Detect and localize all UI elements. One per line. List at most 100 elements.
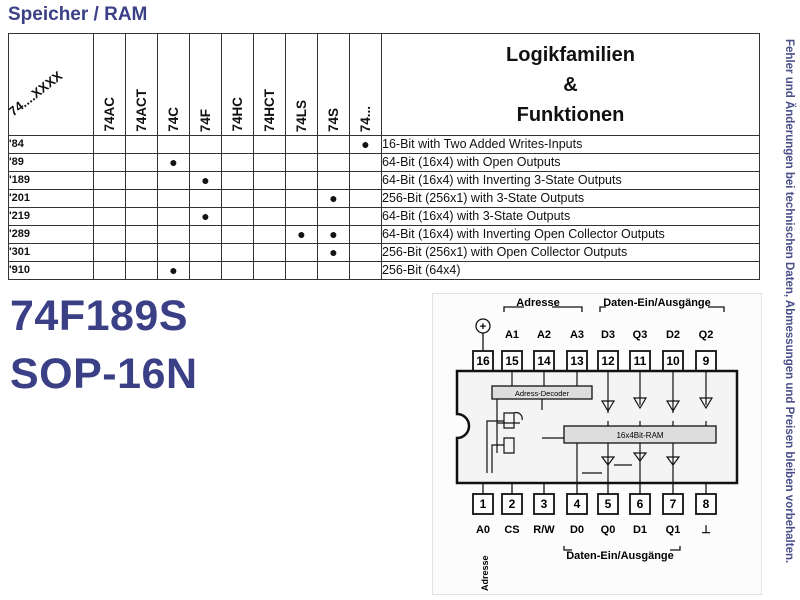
empty-cell [349, 225, 382, 244]
pin-number: 5 [605, 497, 612, 511]
empty-cell [349, 171, 382, 190]
group-label-address: Adresse [516, 297, 559, 309]
empty-cell [253, 171, 286, 190]
pin-1: 1 [472, 483, 494, 515]
family-label: 74HC [230, 97, 245, 132]
family-label: 74HCT [262, 89, 277, 132]
pin-11: 11 [629, 350, 651, 372]
header-title-line-2: & [563, 73, 578, 96]
empty-cell [349, 207, 382, 226]
pin-12: 12 [597, 350, 619, 372]
family-header-74f: 74F [189, 33, 222, 136]
pin-number: 1 [480, 497, 487, 511]
pin-label: D0 [570, 524, 584, 536]
empty-cell [93, 243, 126, 262]
group-label-data-top: Daten-Ein/Ausgänge [603, 297, 711, 309]
table-row: '219●64-Bit (16x4) with 3-State Outputs [8, 207, 760, 226]
group-label-address-bottom: Adresse [480, 555, 490, 591]
device-code: '201 [8, 189, 94, 208]
function-description: 64-Bit (16x4) with Inverting 3-State Out… [381, 171, 760, 190]
corner-label: 74....XXXX [5, 68, 66, 119]
device-code: '84 [8, 135, 94, 154]
group-label-data-bottom: Daten-Ein/Ausgänge [566, 550, 674, 562]
empty-cell [189, 243, 222, 262]
empty-cell [221, 207, 254, 226]
pin-number: 4 [574, 497, 581, 511]
empty-cell [253, 225, 286, 244]
availability-dot: ● [317, 243, 350, 262]
empty-cell [253, 243, 286, 262]
section-title: Speicher / RAM [8, 4, 148, 25]
empty-cell [317, 207, 350, 226]
pin-number: 13 [570, 354, 584, 368]
ram-label: 16x4Bit-RAM [616, 431, 663, 440]
empty-cell [189, 135, 222, 154]
function-description: 256-Bit (64x4) [381, 261, 760, 280]
functions-header: Logikfamilien & Funktionen [381, 33, 760, 136]
pin-15: 15 [501, 350, 523, 372]
availability-dot: ● [317, 225, 350, 244]
family-label: 74... [358, 105, 373, 132]
pin-14: 14 [533, 350, 555, 372]
empty-cell [125, 153, 158, 172]
pin-9: 9 [695, 350, 717, 372]
family-header-74hct: 74HCT [253, 33, 286, 136]
pin-number: 14 [537, 354, 551, 368]
empty-cell [349, 189, 382, 208]
pin-7: 7 [662, 483, 684, 515]
pin-4: 4 [566, 483, 588, 515]
family-header-74: 74... [349, 33, 382, 136]
pin-number: 7 [670, 497, 677, 511]
empty-cell [93, 225, 126, 244]
pin-label: A0 [476, 524, 490, 536]
pin-3: 3 [533, 483, 555, 515]
empty-cell [253, 261, 286, 280]
pin-10: 10 [662, 350, 684, 372]
pin-label: Q1 [666, 524, 681, 536]
pin-13: 13 [566, 350, 588, 372]
empty-cell [125, 135, 158, 154]
empty-cell [93, 153, 126, 172]
table-row: '189 ● 64-Bit (16x4) with Inverting 3-Stat… [8, 171, 760, 190]
empty-cell [93, 189, 126, 208]
availability-dot: ● [285, 225, 318, 244]
header-title-line-1: Logikfamilien [506, 43, 635, 66]
family-label: 74ACT [134, 89, 149, 132]
availability-dot: ● [157, 153, 190, 172]
empty-cell [189, 153, 222, 172]
pin-number: 3 [541, 497, 548, 511]
family-header-74act: 74ACT [125, 33, 158, 136]
empty-cell [157, 225, 190, 244]
device-code: '189 [8, 171, 94, 190]
pin-label: Q2 [699, 329, 714, 341]
device-code: '910 [8, 261, 94, 280]
availability-dot: ● [189, 171, 222, 190]
empty-cell [93, 261, 126, 280]
availability-dot: ● [349, 135, 382, 154]
pin-label: D3 [601, 329, 615, 341]
table-row: '301●256-Bit (256x1) with Open Collector… [8, 243, 760, 262]
empty-cell [157, 207, 190, 226]
function-description: 256-Bit (256x1) with Open Collector Outp… [381, 243, 760, 262]
device-code: '219 [8, 207, 94, 226]
table-row: '89●64-Bit (16x4) with Open Outputs [8, 153, 760, 172]
availability-dot: ● [189, 207, 222, 226]
pin-16: 16 [472, 350, 494, 372]
part-number: 74F189S [10, 292, 189, 340]
empty-cell [253, 207, 286, 226]
device-code: '89 [8, 153, 94, 172]
empty-cell [189, 189, 222, 208]
empty-cell [285, 153, 318, 172]
bracket-data-top [599, 306, 725, 312]
empty-cell [221, 153, 254, 172]
empty-cell [221, 243, 254, 262]
pin-8: 8 [695, 483, 717, 515]
disclaimer-note: Fehler und Änderungen bei technischen Da… [783, 38, 795, 564]
pin-label: D1 [633, 524, 647, 536]
empty-cell [93, 135, 126, 154]
empty-cell [157, 243, 190, 262]
family-label: 74C [166, 107, 181, 132]
pin-label: Q0 [601, 524, 616, 536]
empty-cell [349, 153, 382, 172]
